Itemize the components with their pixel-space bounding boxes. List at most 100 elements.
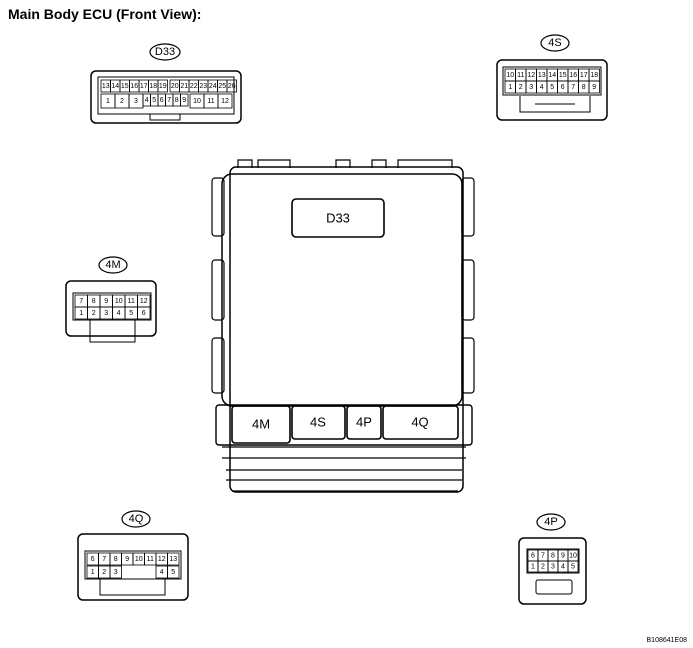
pin-number: 8 <box>92 298 96 305</box>
pin-number: 9 <box>561 553 565 560</box>
pin-number: 8 <box>114 556 118 563</box>
pin-number: 11 <box>147 556 154 563</box>
pin-number: 14 <box>111 83 119 90</box>
pin-number: 6 <box>561 84 565 91</box>
connector-4m-label: 4M <box>105 259 120 271</box>
pin-number: 26 <box>228 83 236 90</box>
pin-number: 16 <box>130 83 138 90</box>
ecu-port-d33-label: D33 <box>326 211 350 226</box>
pin-number: 20 <box>171 83 179 90</box>
ecu-port-4s-label: 4S <box>310 415 326 430</box>
pin-number: 1 <box>91 569 95 576</box>
pin-number: 10 <box>115 298 123 305</box>
pin-number: 12 <box>158 556 166 563</box>
pin-number: 10 <box>506 72 514 79</box>
pin-number: 1 <box>531 564 535 571</box>
pin-number: 11 <box>207 98 214 105</box>
pin-cell <box>167 552 180 566</box>
ecu-port-4m: 4M <box>231 405 291 444</box>
pin-number: 18 <box>149 83 157 90</box>
pin-number: 4 <box>540 84 544 91</box>
pin-number: 6 <box>531 553 535 560</box>
pin-number: 19 <box>159 83 167 90</box>
ecu-port-4p: 4P <box>346 405 382 440</box>
pin-number: 10 <box>135 556 143 563</box>
pin-number: 6 <box>160 97 164 104</box>
ecu-port-4p-label: 4P <box>356 415 372 430</box>
pin-cell <box>588 80 600 94</box>
pin-number: 2 <box>541 564 545 571</box>
pin-number: 6 <box>91 556 95 563</box>
pin-number: 4 <box>561 564 565 571</box>
pin-number: 25 <box>218 83 226 90</box>
pin-number: 13 <box>169 556 177 563</box>
pin-number: 4 <box>117 310 121 317</box>
pin-cell <box>567 560 579 573</box>
pin-number: 9 <box>125 556 129 563</box>
pin-number: 9 <box>104 298 108 305</box>
pin-number: 24 <box>209 83 217 90</box>
pin-number: 3 <box>114 569 118 576</box>
pin-number: 15 <box>121 83 129 90</box>
pin-number: 15 <box>559 72 567 79</box>
pin-number: 11 <box>128 298 135 305</box>
pin-number: 3 <box>529 84 533 91</box>
pin-cell <box>167 565 180 579</box>
pin-number: 1 <box>106 98 110 105</box>
pin-number: 5 <box>571 564 575 571</box>
ecu-port-4q: 4Q <box>382 405 459 440</box>
connector-4p-label: 4P <box>544 516 557 528</box>
pin-number: 4 <box>145 97 149 104</box>
pin-number: 17 <box>140 83 148 90</box>
ecu-port-4s: 4S <box>291 405 346 440</box>
pin-cell <box>180 93 189 107</box>
pin-number: 3 <box>104 310 108 317</box>
ecu-port-4m-label: 4M <box>252 417 270 432</box>
ecu-port-4q-label: 4Q <box>411 415 428 430</box>
pin-cell <box>226 79 237 93</box>
pin-number: 10 <box>569 553 577 560</box>
pin-cell <box>217 93 233 109</box>
pin-number: 14 <box>548 72 556 79</box>
pin-number: 5 <box>152 97 156 104</box>
pin-number: 7 <box>541 553 545 560</box>
pin-number: 8 <box>175 97 179 104</box>
pin-number: 3 <box>134 98 138 105</box>
pin-number: 3 <box>551 564 555 571</box>
pin-number: 7 <box>571 84 575 91</box>
pin-number: 2 <box>92 310 96 317</box>
pin-number: 22 <box>190 83 198 90</box>
pin-number: 1 <box>508 84 512 91</box>
pin-number: 2 <box>519 84 523 91</box>
connector-d33-label: D33 <box>155 46 175 58</box>
pin-number: 12 <box>140 298 148 305</box>
pin-number: 5 <box>171 569 175 576</box>
pin-number: 5 <box>550 84 554 91</box>
pin-number: 23 <box>199 83 207 90</box>
pin-number: 12 <box>527 72 535 79</box>
pin-number: 9 <box>182 97 186 104</box>
pin-number: 2 <box>102 569 106 576</box>
pin-cell <box>157 79 168 93</box>
pin-number: 21 <box>180 83 188 90</box>
pin-number: 16 <box>569 72 577 79</box>
pin-number: 8 <box>551 553 555 560</box>
pin-cell <box>109 565 122 579</box>
pin-number: 17 <box>580 72 588 79</box>
pin-number: 5 <box>129 310 133 317</box>
pin-number: 11 <box>517 72 524 79</box>
pin-number: 7 <box>102 556 106 563</box>
pin-number: 9 <box>592 84 596 91</box>
pin-number: 7 <box>167 97 171 104</box>
pin-number: 12 <box>221 98 229 105</box>
